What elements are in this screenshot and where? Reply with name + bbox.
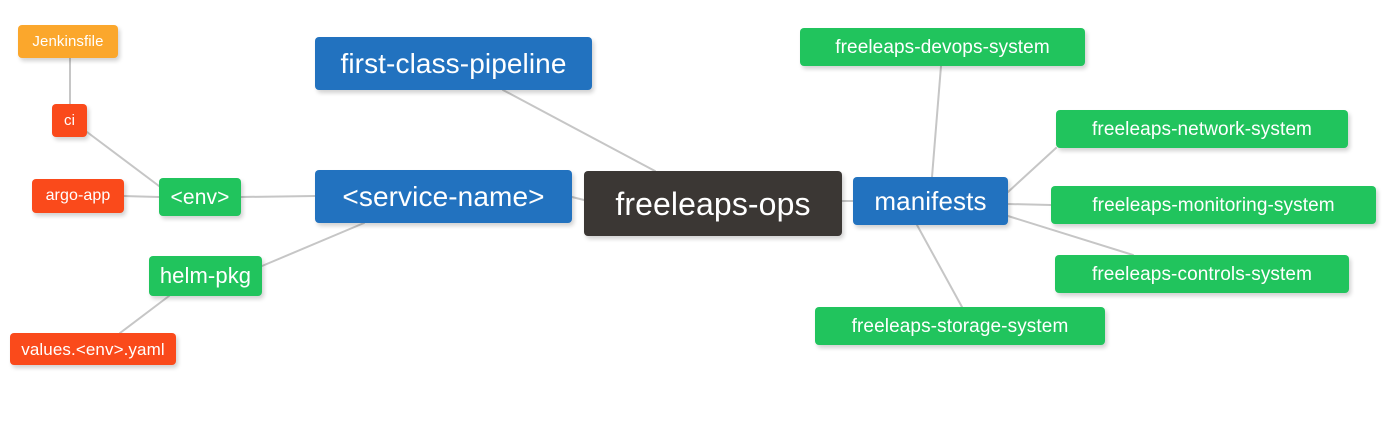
mindmap-node-argo-app[interactable]: argo-app bbox=[32, 179, 124, 213]
mindmap-node-freeleaps-network-system[interactable]: freeleaps-network-system bbox=[1056, 110, 1348, 148]
mindmap-node-ci[interactable]: ci bbox=[52, 104, 87, 137]
mindmap-node-freeleaps-devops-system[interactable]: freeleaps-devops-system bbox=[800, 28, 1085, 66]
mindmap-node-jenkinsfile[interactable]: Jenkinsfile bbox=[18, 25, 118, 58]
mindmap-node-env[interactable]: <env> bbox=[159, 178, 241, 216]
edge-helm-pkg-to-values-env-yaml bbox=[119, 295, 170, 334]
mindmap-node-first-class-pipeline[interactable]: first-class-pipeline bbox=[315, 37, 592, 90]
edge-env-to-service-name bbox=[240, 195, 316, 198]
mindmap-node-freeleaps-monitoring-system[interactable]: freeleaps-monitoring-system bbox=[1051, 186, 1376, 224]
mindmap-node-helm-pkg[interactable]: helm-pkg bbox=[149, 256, 262, 296]
mindmap-node-freeleaps-storage-system[interactable]: freeleaps-storage-system bbox=[815, 307, 1105, 345]
edge-manifests-to-freeleaps-network-system bbox=[1007, 147, 1057, 193]
edge-first-class-pipeline-to-freeleaps-ops bbox=[502, 89, 656, 172]
mindmap-node-service-name[interactable]: <service-name> bbox=[315, 170, 572, 223]
edge-manifests-to-freeleaps-devops-system bbox=[931, 65, 942, 178]
edge-service-name-to-helm-pkg bbox=[261, 222, 365, 267]
edge-service-name-to-freeleaps-ops bbox=[571, 196, 585, 201]
edge-ci-to-env bbox=[86, 131, 160, 187]
edge-argo-app-to-env bbox=[123, 195, 160, 198]
mindmap-node-freeleaps-ops[interactable]: freeleaps-ops bbox=[584, 171, 842, 236]
mindmap-node-values-env-yaml[interactable]: values.<env>.yaml bbox=[10, 333, 176, 365]
mindmap-node-manifests[interactable]: manifests bbox=[853, 177, 1008, 225]
mindmap-node-freeleaps-controls-system[interactable]: freeleaps-controls-system bbox=[1055, 255, 1349, 293]
edge-manifests-to-freeleaps-monitoring-system bbox=[1007, 203, 1052, 206]
edge-manifests-to-freeleaps-storage-system bbox=[916, 224, 963, 308]
